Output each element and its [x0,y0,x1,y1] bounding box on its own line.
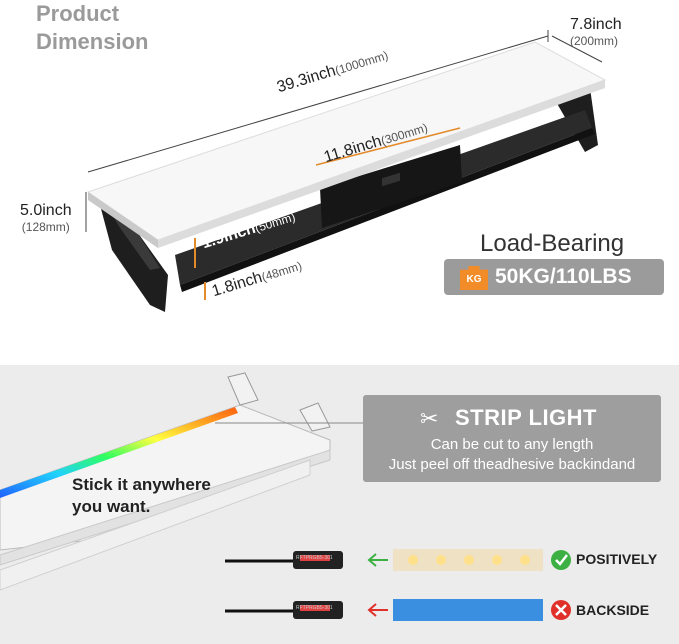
weight-icon: KG [460,266,488,290]
strip-title: STRIP LIGHT [455,405,597,430]
monitor-stand-illustration [85,30,607,312]
controller-label-2: RFTPRGB5-301 [296,605,333,611]
x-circle-icon [551,600,571,620]
load-bearing-value: 50KG/110LBS [495,265,632,288]
page-title: Product Dimension [36,0,148,56]
strip-info-box [363,395,661,482]
strip-line-2: Just peel off theadhesive backindand [388,456,636,473]
depth-main: 7.8inch [570,16,622,33]
height-dimension: 5.0inch (128mm) [20,202,72,234]
height-sub: (128mm) [21,220,70,234]
height-main: 5.0inch [20,202,72,219]
title-line-2: Dimension [36,29,149,54]
depth-dimension: 7.8inch (200mm) [570,16,622,48]
title-line-1: Product [36,1,120,26]
depth-sub: (200mm) [570,34,619,48]
strip-illustration [0,372,571,621]
stick-caption: Stick it anywhere you want. [72,475,211,516]
backside-label: BACKSIDE [576,602,650,618]
load-bearing-title: Load-Bearing [480,230,625,257]
controller-label: RFTPRGB5-301 [296,555,333,561]
scissors-icon: ✂ [420,406,439,431]
strip-line-1: Can be cut to any length [430,436,594,453]
positive-label: POSITIVELY [576,551,658,567]
check-circle-icon [551,550,571,570]
